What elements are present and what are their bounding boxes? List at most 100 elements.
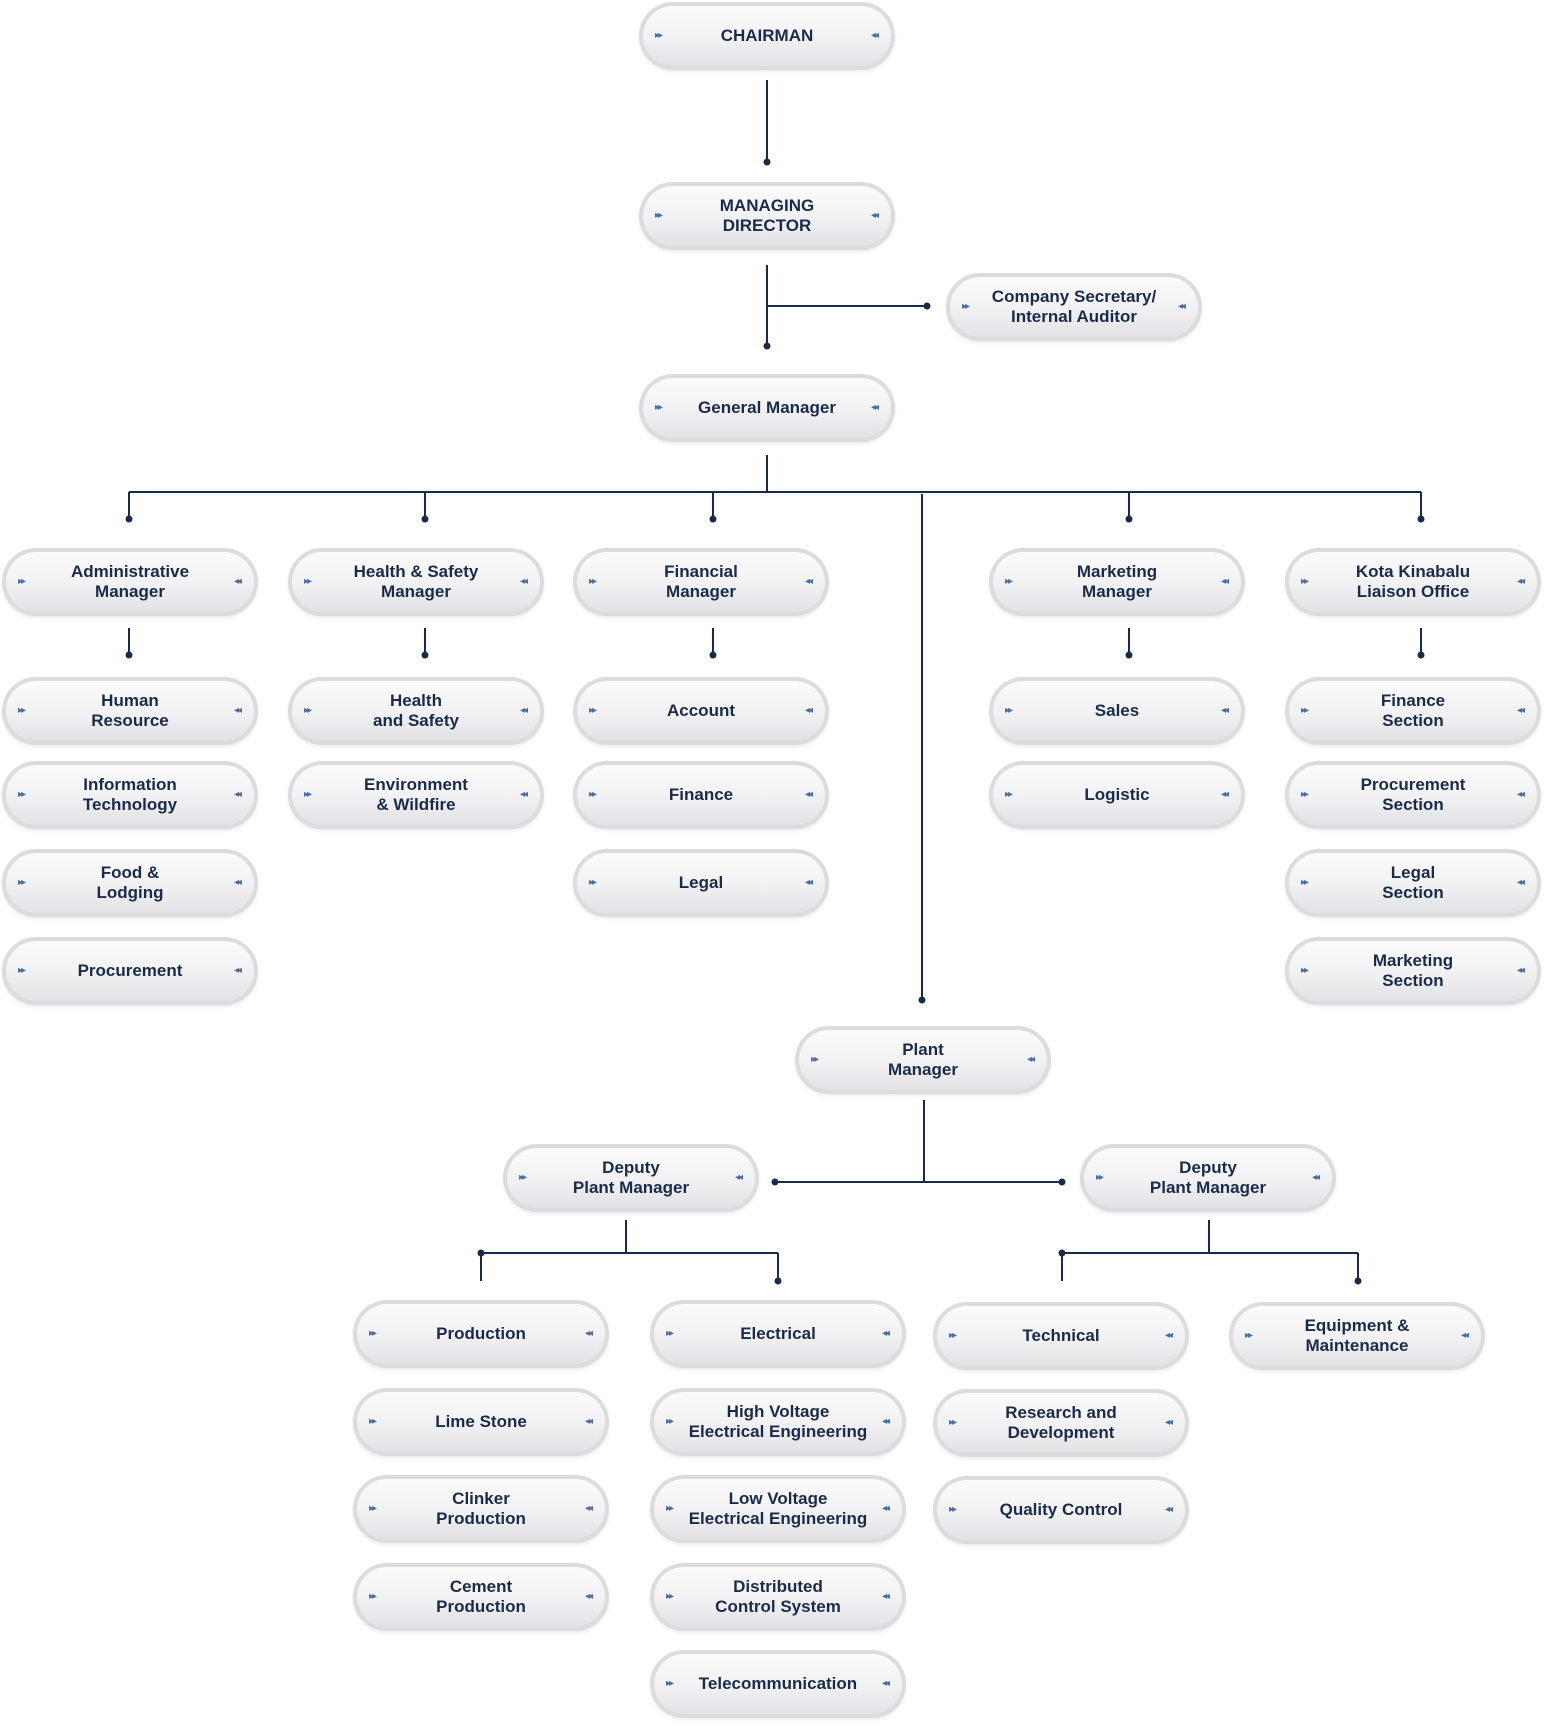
node-label: Account xyxy=(667,701,735,720)
node-label: Sales xyxy=(1094,701,1140,720)
node-plant-manager[interactable]: ▸▸ Plant Manager ◂◂ xyxy=(795,1026,1051,1094)
node-company-secretary[interactable]: ▸▸Company Secretary/ Internal Auditor◂◂ xyxy=(946,273,1202,341)
double-chevron-left-icon: ◂◂ xyxy=(1516,576,1525,587)
double-chevron-left-icon: ◂◂ xyxy=(1220,789,1229,800)
double-chevron-left-icon: ◂◂ xyxy=(881,1678,890,1689)
double-chevron-left-icon: ◂◂ xyxy=(1516,877,1525,888)
node-quality-control[interactable]: ▸▸Quality Control◂◂ xyxy=(933,1476,1189,1544)
node-account[interactable]: ▸▸Account◂◂ xyxy=(573,677,829,745)
node-label: Logistic xyxy=(1084,785,1150,804)
node-finance-section[interactable]: ▸▸ Finance Section ◂◂ xyxy=(1285,677,1541,745)
node-label: Information Technology xyxy=(82,775,178,814)
double-chevron-left-icon: ◂◂ xyxy=(734,1172,743,1183)
node-kk-liaison[interactable]: ▸▸Kota Kinabalu Liaison Office◂◂ xyxy=(1285,548,1541,616)
node-label: Electrical xyxy=(740,1324,816,1343)
double-chevron-left-icon: ◂◂ xyxy=(881,1591,890,1602)
node-label: Administrative Manager xyxy=(70,562,190,601)
double-chevron-left-icon: ◂◂ xyxy=(1026,1054,1035,1065)
node-technical[interactable]: ▸▸Technical◂◂ xyxy=(933,1302,1189,1370)
node-cement-production[interactable]: ▸▸Cement Production◂◂ xyxy=(353,1563,609,1631)
node-label: Finance Section xyxy=(1380,691,1446,730)
node-label: Production xyxy=(436,1324,526,1343)
double-chevron-right-icon: ▸▸ xyxy=(304,705,312,716)
double-chevron-left-icon: ◂◂ xyxy=(804,877,813,888)
node-finance[interactable]: ▸▸Finance◂◂ xyxy=(573,761,829,829)
double-chevron-left-icon: ◂◂ xyxy=(1311,1172,1320,1183)
node-deputy-plant-manager-left[interactable]: ▸▸ Deputy Plant Manager ◂◂ xyxy=(503,1144,759,1212)
double-chevron-right-icon: ▸▸ xyxy=(1301,705,1309,716)
node-hs-manager[interactable]: ▸▸ Health & Safety Manager ◂◂ xyxy=(288,548,544,616)
double-chevron-left-icon: ◂◂ xyxy=(233,877,242,888)
node-label: Food & Lodging xyxy=(96,863,164,902)
double-chevron-right-icon: ▸▸ xyxy=(1301,789,1309,800)
double-chevron-right-icon: ▸▸ xyxy=(655,210,663,221)
double-chevron-right-icon: ▸▸ xyxy=(666,1503,674,1514)
node-lime-stone[interactable]: ▸▸Lime Stone◂◂ xyxy=(353,1388,609,1456)
node-general-manager[interactable]: ▸▸General Manager◂◂ xyxy=(639,374,895,442)
node-sales[interactable]: ▸▸Sales◂◂ xyxy=(989,677,1245,745)
node-label: MANAGING DIRECTOR xyxy=(719,196,815,235)
double-chevron-right-icon: ▸▸ xyxy=(949,1330,957,1341)
double-chevron-left-icon: ◂◂ xyxy=(804,705,813,716)
node-legal[interactable]: ▸▸Legal◂◂ xyxy=(573,849,829,917)
node-financial-manager[interactable]: ▸▸Financial Manager◂◂ xyxy=(573,548,829,616)
node-label: Deputy Plant Manager xyxy=(1149,1158,1267,1197)
node-procurement-section[interactable]: ▸▸Procurement Section◂◂ xyxy=(1285,761,1541,829)
double-chevron-right-icon: ▸▸ xyxy=(1245,1330,1253,1341)
double-chevron-left-icon: ◂◂ xyxy=(519,576,528,587)
node-chairman[interactable]: ▸▸CHAIRMAN◂◂ xyxy=(639,2,895,70)
double-chevron-right-icon: ▸▸ xyxy=(304,576,312,587)
double-chevron-left-icon: ◂◂ xyxy=(233,789,242,800)
node-label: Low Voltage Electrical Engineering xyxy=(688,1489,868,1528)
double-chevron-left-icon: ◂◂ xyxy=(519,789,528,800)
node-research-development[interactable]: ▸▸Research and Development◂◂ xyxy=(933,1389,1189,1457)
node-food-lodging[interactable]: ▸▸Food & Lodging◂◂ xyxy=(2,849,258,917)
node-label: Health & Safety Manager xyxy=(353,562,479,601)
double-chevron-left-icon: ◂◂ xyxy=(881,1416,890,1427)
node-production[interactable]: ▸▸Production◂◂ xyxy=(353,1300,609,1368)
double-chevron-left-icon: ◂◂ xyxy=(1516,789,1525,800)
double-chevron-right-icon: ▸▸ xyxy=(655,402,663,413)
double-chevron-right-icon: ▸▸ xyxy=(589,877,597,888)
node-high-voltage[interactable]: ▸▸High Voltage Electrical Engineering◂◂ xyxy=(650,1388,906,1456)
node-label: Deputy Plant Manager xyxy=(572,1158,690,1197)
node-human-resource[interactable]: ▸▸Human Resource◂◂ xyxy=(2,677,258,745)
double-chevron-right-icon: ▸▸ xyxy=(519,1172,527,1183)
double-chevron-left-icon: ◂◂ xyxy=(233,576,242,587)
node-marketing-section[interactable]: ▸▸Marketing Section◂◂ xyxy=(1285,937,1541,1005)
node-marketing-manager[interactable]: ▸▸Marketing Manager◂◂ xyxy=(989,548,1245,616)
node-environment-wildfire[interactable]: ▸▸Environment & Wildfire◂◂ xyxy=(288,761,544,829)
node-deputy-plant-manager-right[interactable]: ▸▸Deputy Plant Manager◂◂ xyxy=(1080,1144,1336,1212)
node-legal-section[interactable]: ▸▸Legal Section◂◂ xyxy=(1285,849,1541,917)
node-label: Kota Kinabalu Liaison Office xyxy=(1355,562,1471,601)
node-health-safety[interactable]: ▸▸Health and Safety◂◂ xyxy=(288,677,544,745)
double-chevron-left-icon: ◂◂ xyxy=(519,705,528,716)
node-telecommunication[interactable]: ▸▸ Telecommunication ◂◂ xyxy=(650,1650,906,1718)
node-clinker-production[interactable]: ▸▸Clinker Production◂◂ xyxy=(353,1475,609,1543)
node-equipment-maintenance[interactable]: ▸▸ Equipment & Maintenance ◂◂ xyxy=(1229,1302,1485,1370)
node-label: Plant Manager xyxy=(888,1040,958,1079)
node-electrical[interactable]: ▸▸Electrical◂◂ xyxy=(650,1300,906,1368)
node-logistic[interactable]: ▸▸Logistic◂◂ xyxy=(989,761,1245,829)
node-admin-manager[interactable]: ▸▸Administrative Manager◂◂ xyxy=(2,548,258,616)
node-label: Equipment & Maintenance xyxy=(1304,1316,1410,1355)
double-chevron-left-icon: ◂◂ xyxy=(1220,705,1229,716)
double-chevron-right-icon: ▸▸ xyxy=(666,1416,674,1427)
double-chevron-right-icon: ▸▸ xyxy=(811,1054,819,1065)
double-chevron-right-icon: ▸▸ xyxy=(962,301,970,312)
node-label: Environment & Wildfire xyxy=(364,775,468,814)
node-label: Finance xyxy=(668,785,734,804)
node-label: Telecommunication xyxy=(698,1674,858,1693)
node-managing-director[interactable]: ▸▸MANAGING DIRECTOR◂◂ xyxy=(639,182,895,250)
double-chevron-left-icon: ◂◂ xyxy=(1460,1330,1469,1341)
double-chevron-left-icon: ◂◂ xyxy=(1516,705,1525,716)
node-information-technology[interactable]: ▸▸Information Technology◂◂ xyxy=(2,761,258,829)
node-low-voltage[interactable]: ▸▸ Low Voltage Electrical Engineering ◂◂ xyxy=(650,1475,906,1543)
double-chevron-left-icon: ◂◂ xyxy=(881,1328,890,1339)
double-chevron-right-icon: ▸▸ xyxy=(18,965,26,976)
node-distributed-control[interactable]: ▸▸Distributed Control System◂◂ xyxy=(650,1563,906,1631)
double-chevron-right-icon: ▸▸ xyxy=(666,1678,674,1689)
node-label: Marketing Section xyxy=(1372,951,1454,990)
node-procurement[interactable]: ▸▸Procurement◂◂ xyxy=(2,937,258,1005)
double-chevron-left-icon: ◂◂ xyxy=(881,1503,890,1514)
